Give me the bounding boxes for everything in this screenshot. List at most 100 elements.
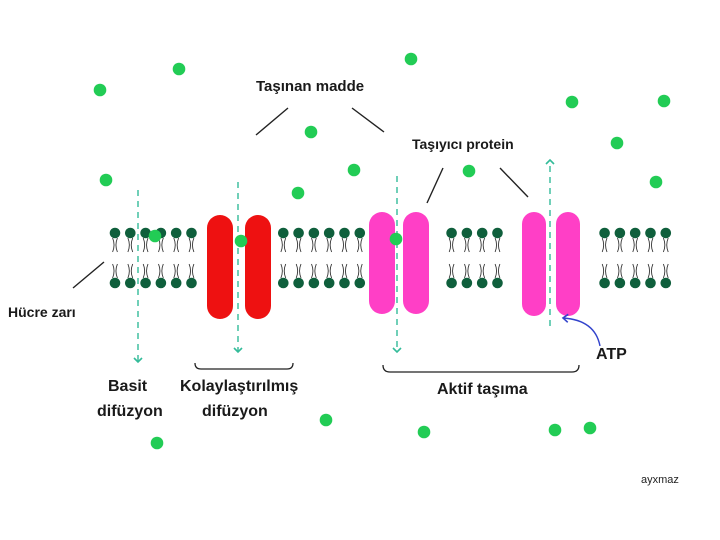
phospholipid bbox=[614, 227, 626, 289]
molecule bbox=[389, 232, 403, 246]
molecule bbox=[291, 186, 305, 200]
lipid-tail bbox=[448, 237, 452, 253]
lipid-tail bbox=[146, 237, 149, 253]
lipid-tail bbox=[360, 263, 363, 279]
lipid-head bbox=[308, 277, 320, 289]
lipid-tail bbox=[635, 263, 639, 279]
lipid-tail bbox=[142, 263, 146, 279]
lipid-head bbox=[599, 277, 610, 289]
carrier-protein-1-right-half bbox=[403, 212, 429, 314]
lipid-tail bbox=[176, 263, 180, 279]
simple-diffusion-label-line2: difüzyon bbox=[97, 403, 163, 420]
lipid-tail bbox=[617, 237, 620, 253]
lipid-tail bbox=[329, 237, 333, 253]
substance-pointer-right bbox=[351, 107, 385, 133]
lipid-head bbox=[599, 227, 610, 239]
lipid-tail bbox=[326, 237, 329, 253]
molecule bbox=[565, 95, 579, 109]
lipid-tail bbox=[127, 237, 130, 253]
lipid-tail bbox=[479, 237, 482, 253]
lipid-head bbox=[354, 227, 366, 239]
molecule bbox=[462, 164, 476, 178]
carrier-pointer-right bbox=[499, 167, 529, 198]
lipid-tail bbox=[647, 263, 650, 279]
phospholipid bbox=[339, 227, 350, 289]
lipid-tail bbox=[280, 263, 283, 279]
molecule bbox=[649, 175, 663, 189]
lipid-head bbox=[293, 277, 304, 289]
lipid-tail bbox=[662, 263, 666, 279]
lipid-tail bbox=[448, 263, 452, 279]
lipid-tail bbox=[651, 237, 654, 253]
facilitated-diffusion-label-line2: difüzyon bbox=[202, 403, 268, 420]
lipid-tail bbox=[605, 237, 608, 253]
lipid-head bbox=[629, 277, 641, 289]
lipid-head bbox=[323, 277, 335, 289]
lipid-tail bbox=[192, 263, 195, 279]
active-transport-bracket bbox=[382, 364, 580, 373]
lipid-tail bbox=[345, 237, 348, 253]
lipid-tail bbox=[498, 237, 501, 253]
lipid-tail bbox=[311, 237, 314, 253]
lipid-head bbox=[476, 227, 488, 239]
carrier-pointer-left bbox=[426, 167, 444, 204]
carrier-protein-2-right-half bbox=[556, 212, 580, 316]
lipid-head bbox=[492, 277, 503, 289]
lipid-tail bbox=[464, 263, 467, 279]
lipid-head bbox=[614, 227, 626, 239]
lipid-tail bbox=[130, 263, 134, 279]
lipid-tail bbox=[498, 263, 501, 279]
lipid-tail bbox=[356, 263, 360, 279]
lipid-head bbox=[492, 227, 503, 239]
lipid-head bbox=[660, 277, 672, 289]
lipid-head bbox=[170, 227, 182, 239]
lipid-head bbox=[339, 277, 350, 289]
lipid-tail bbox=[161, 263, 164, 279]
lipid-head bbox=[323, 227, 335, 239]
lipid-head bbox=[186, 277, 197, 289]
lipid-tail bbox=[601, 237, 605, 253]
molecule bbox=[657, 94, 671, 108]
carrier-protein-label: Taşıyıcı protein bbox=[412, 136, 514, 152]
brackets bbox=[194, 362, 580, 373]
carrier-protein-1 bbox=[369, 212, 429, 314]
simple-diffusion-label-line1: Basit bbox=[108, 378, 148, 395]
lipid-tail bbox=[188, 237, 191, 253]
lipid-tail bbox=[192, 237, 195, 253]
lipid-tail bbox=[452, 263, 455, 279]
lipid-head bbox=[354, 277, 366, 289]
molecule bbox=[172, 62, 186, 76]
facilitated-diffusion-bracket bbox=[194, 362, 294, 370]
phospholipid bbox=[476, 227, 488, 289]
lipid-head bbox=[660, 227, 672, 239]
credit-label: ayxmaz bbox=[641, 474, 679, 486]
lipid-head bbox=[278, 227, 289, 239]
molecule bbox=[148, 229, 162, 243]
lipid-tail bbox=[341, 263, 344, 279]
lipid-tail bbox=[632, 263, 635, 279]
lipid-tail bbox=[314, 237, 317, 253]
lipid-tail bbox=[494, 263, 497, 279]
lipid-tail bbox=[467, 263, 470, 279]
phospholipid bbox=[323, 227, 335, 289]
lipid-tail bbox=[299, 237, 302, 253]
lipid-tail bbox=[314, 263, 317, 279]
lipid-tail bbox=[142, 237, 146, 253]
molecule bbox=[99, 173, 113, 187]
phospholipid bbox=[492, 227, 503, 289]
lipid-tail bbox=[173, 263, 176, 279]
phospholipid bbox=[461, 227, 473, 289]
atp-label: ATP bbox=[596, 346, 627, 363]
lipid-tail bbox=[127, 263, 130, 279]
phospholipid bbox=[278, 227, 289, 289]
lipid-tail bbox=[280, 237, 283, 253]
lipid-tail bbox=[295, 263, 299, 279]
cell-membrane-label: Hücre zarı bbox=[8, 304, 76, 320]
lipid-head bbox=[645, 227, 656, 239]
lipid-head bbox=[629, 227, 641, 239]
lipid-tail bbox=[112, 237, 115, 253]
lipid-tail bbox=[161, 237, 164, 253]
lipid-head bbox=[614, 277, 626, 289]
molecule bbox=[417, 425, 431, 439]
substance-pointer-left bbox=[255, 107, 289, 136]
